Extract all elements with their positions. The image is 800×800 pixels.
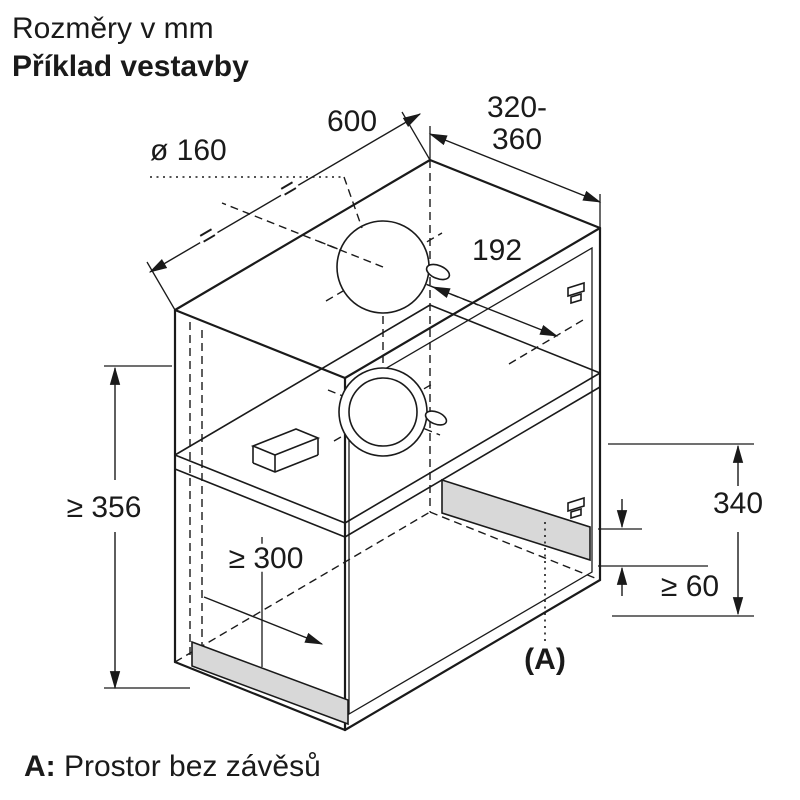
- pullout-visor: [191, 478, 591, 726]
- cabinet-depth-label-line1: 320-: [487, 91, 547, 124]
- dim-niche-height: ≥ 356: [63, 365, 190, 690]
- cabinet-depth-label-line2: 360: [492, 123, 542, 156]
- bottom-back-right-edge-hidden: [429, 511, 601, 581]
- dim-pullout-depth: ≥ 300: [203, 539, 324, 645]
- visor-panel-right: [441, 478, 591, 562]
- duct-collar-outer-circle: [338, 367, 428, 457]
- bottom-front-right-edge: [343, 578, 602, 732]
- hole-offset-dimension-line: [431, 286, 559, 337]
- title-dimensions-note: Rozměry v mm: [12, 12, 214, 45]
- intermediate-shelf: [174, 304, 601, 538]
- bottom-front-left-edge: [173, 660, 347, 732]
- hinge-free-label: (A): [524, 643, 566, 676]
- hinge-bottom-icon: [567, 496, 585, 513]
- duct-collar-inner-circle: [348, 377, 418, 447]
- duct-diameter-label: ø 160: [150, 134, 227, 167]
- dim-cabinet-depth: 320- 360: [428, 88, 602, 228]
- dim-hole-offset: 192: [431, 231, 584, 365]
- footnote-text: Prostor bez závěsů: [55, 750, 321, 783]
- depth-dimension-line: [428, 133, 602, 203]
- shelf-thickness-edge: [174, 386, 601, 538]
- duct-flap-tab-shelf: [424, 410, 448, 426]
- dim-duct-diameter: ø 160: [147, 131, 363, 229]
- footnote-marker: A:: [24, 750, 56, 783]
- hinge-free-callout: (A): [521, 522, 569, 680]
- top-duct-hole: [317, 220, 479, 366]
- side-height-label: 340: [713, 487, 763, 520]
- junction-box-bottom-edge: [252, 454, 319, 473]
- hinge-top-base-icon: [570, 292, 582, 305]
- shelf-duct-collar: [327, 367, 448, 457]
- equal-mark-left: =: [193, 218, 222, 252]
- clearance-label: ≥ 60: [661, 570, 719, 603]
- hole-offset-extension-dashed: [508, 319, 584, 365]
- niche-height-label: ≥ 356: [67, 491, 142, 524]
- footnote: A: Prostor bez závěsů: [24, 750, 321, 784]
- title-installation-example: Příklad vestavby: [12, 49, 249, 83]
- equal-mark-right: =: [274, 171, 303, 205]
- width-extension-right: [401, 111, 431, 161]
- hinge-bottom-base-icon: [570, 507, 582, 520]
- pullout-dimension-line: [203, 596, 324, 645]
- junction-box: [250, 428, 321, 473]
- shelf-top-face: [174, 304, 601, 524]
- cabinet-width-label: 600: [327, 105, 377, 138]
- hinge-top-icon: [567, 281, 585, 298]
- hinges: [567, 281, 585, 520]
- dim-side-height: 340: [608, 443, 767, 617]
- hole-offset-label: 192: [472, 234, 522, 267]
- junction-box-top: [250, 428, 321, 456]
- width-extension-left: [146, 261, 176, 311]
- dim-clearance: ≥ 60: [598, 499, 723, 607]
- hole-center-axis-dashed: [221, 202, 384, 268]
- duct-flap-tab-top: [425, 263, 451, 281]
- pullout-depth-label: ≥ 300: [229, 542, 304, 575]
- title-block: Rozměry v mm Příklad vestavby: [12, 10, 249, 85]
- visor-panel-left: [191, 640, 349, 726]
- width-dimension-line: [148, 113, 422, 273]
- bottom-back-left-edge-hidden: [174, 511, 431, 663]
- hidden-edges: [174, 160, 601, 664]
